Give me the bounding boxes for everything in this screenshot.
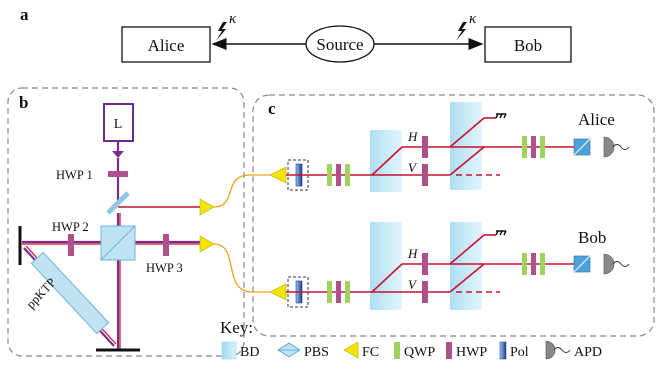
alice-qwp-b [345,164,350,186]
alice-hwp-v [422,164,428,186]
legend-pbs-label: PBS [304,345,329,360]
legend-fc-icon [343,341,359,359]
bob-beam-dump-icon [495,230,507,236]
bob-pbs-diagonal [573,255,591,273]
alice-bd2 [450,102,482,190]
noise-lightning-right-icon [456,22,467,41]
kappa-right: κ [469,11,477,27]
alice-qwp-out [522,136,527,158]
bob-beam-upper-diag [449,234,485,265]
panel-b-label: b [19,93,28,112]
bob-arm: H V Bob [269,222,630,310]
alice-beam-dump-icon [495,113,507,119]
bob-apd-wire [612,261,630,267]
fiber-bob [213,243,270,293]
alice-hwp-out [531,136,536,158]
legend-hwp-label: HWP [456,345,487,360]
bob-beam-split [371,263,403,293]
legend-apd-icon [545,340,556,360]
panel-c-frame [252,94,655,337]
hwp1-label: HWP 1 [56,168,93,182]
fc-alice-icon [269,166,287,184]
pump-arrow-icon [112,151,124,158]
hwp3-plate [163,234,169,256]
bob-hwp-out [531,253,536,275]
bob-qwp-out-b [540,253,545,275]
alice-beam-lower-diag [449,146,485,176]
bob-label: Bob [578,228,606,247]
bob-hwp-a [336,281,341,303]
alice-label: Alice [578,110,615,129]
legend-bd-icon [221,341,237,360]
legend-apd-wire [553,347,571,353]
bob-v-label: V [408,277,418,292]
legend-pol-icon [499,341,507,360]
ppktp-label: ppKTP [24,275,59,311]
laser-box [103,103,134,142]
fc-bob-icon [269,283,287,301]
fiber-alice [213,174,270,208]
kappa-left: κ [229,11,237,27]
bob-box [484,26,572,63]
dichroic-mirror [106,191,130,215]
alice-arm: H V Alice [269,102,630,192]
hwp2-plate [68,234,74,256]
alice-pbs-diagonal [573,138,591,156]
alice-beam-upper-diag [449,117,485,148]
laser-label: L [114,117,123,132]
bob-h-label: H [407,246,418,261]
legend-fc-label: FC [362,345,379,360]
bob-hwp-h [422,253,428,275]
source-label: Source [316,35,363,54]
alice-qwp [327,164,332,186]
alice-hwp-a [336,164,341,186]
panel-c-label: c [268,99,276,118]
legend: Key: BD PBS FC QWP HWP Pol APD [220,318,602,360]
alice-beam-split [371,146,403,176]
noise-lightning-left-icon [216,22,227,41]
bob-bd2 [450,222,482,310]
bob-box-label: Bob [514,36,542,55]
alice-qwp-out-b [540,136,545,158]
alice-hwp-h [422,136,428,158]
bob-qwp-b [345,281,350,303]
bob-bd1 [370,222,402,310]
alice-box [121,26,211,63]
legend-qwp-label: QWP [404,345,435,360]
legend-apd-label: APD [574,345,602,360]
bob-qwp [327,281,332,303]
fc-upper-source-icon [199,198,215,216]
legend-bd-label: BD [240,345,259,360]
alice-box-label: Alice [148,36,185,55]
alice-apd-wire [612,144,630,150]
bob-apd-icon [603,253,615,275]
panel-a-label: a [20,5,29,24]
ppktp-crystal [30,251,110,335]
alice-v-label: V [408,160,418,175]
bob-hwp-v [422,281,428,303]
fc-lower-source-icon [199,235,215,253]
hwp3-label: HWP 3 [146,261,183,275]
legend-pol-label: Pol [510,345,529,360]
alice-h-label: H [407,129,418,144]
bob-beam-lower-diag [449,263,485,293]
pbs-diagonal [100,225,136,261]
bob-qwp-out [522,253,527,275]
hwp1-plate [108,171,128,177]
legend-hwp-icon [446,342,452,359]
panel-b-frame [7,87,245,357]
hwp2-label: HWP 2 [52,220,89,234]
alice-apd-icon [603,136,615,158]
legend-qwp-icon [394,342,400,359]
legend-title: Key: [220,318,253,337]
